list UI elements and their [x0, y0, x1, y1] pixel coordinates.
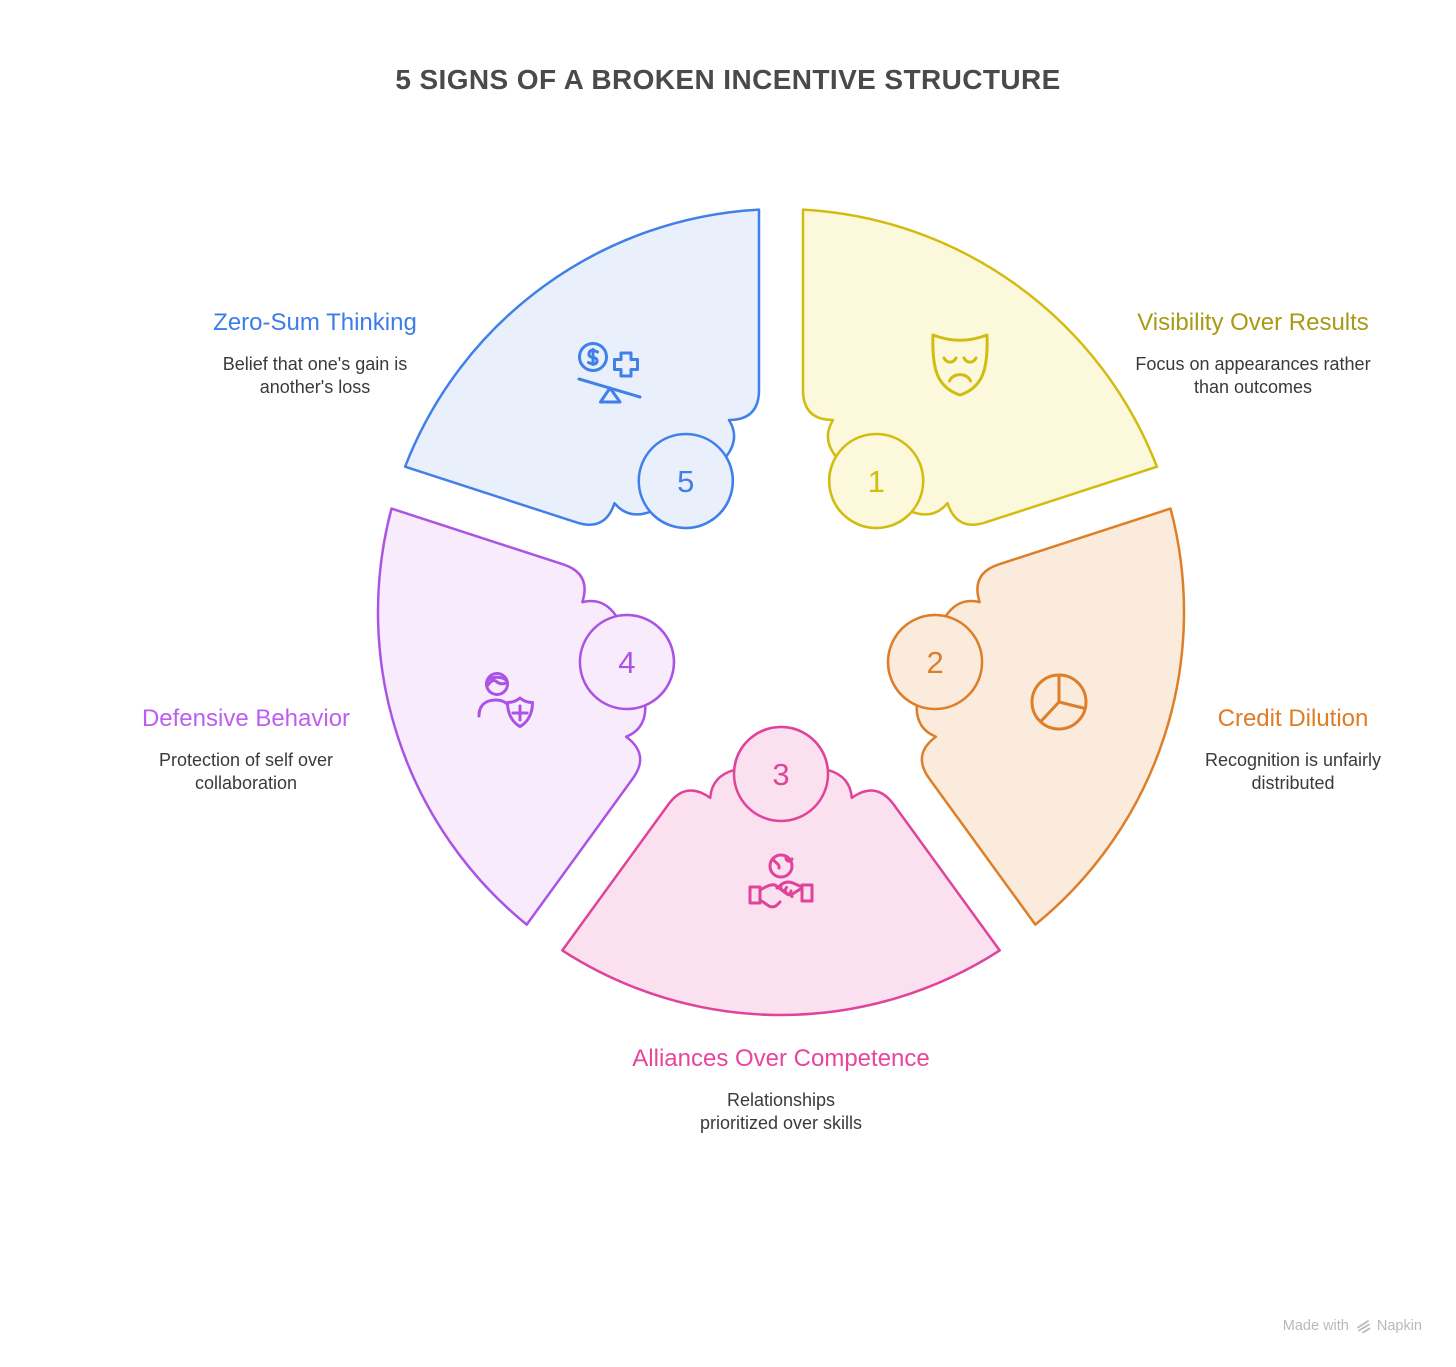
segment-4-title: Defensive Behavior — [141, 705, 351, 732]
segment-2-node — [886, 613, 984, 711]
balance-icon — [577, 342, 642, 404]
theater-mask-icon — [931, 333, 989, 397]
segment-5-text-block: Zero-Sum Thinking Belief that one's gain… — [145, 308, 485, 399]
watermark-prefix: Made with — [1282, 1318, 1349, 1334]
segment-wedges — [376, 208, 1186, 1017]
handshake-icon — [748, 853, 814, 909]
person-shield-icon — [477, 672, 534, 728]
napkin-logo-icon — [1357, 1320, 1371, 1334]
segment-5-title: Zero-Sum Thinking — [213, 309, 417, 336]
segment-3-number: 3 — [772, 757, 789, 792]
segment-4-number: 4 — [618, 645, 635, 680]
pie-chart-icon — [1030, 673, 1088, 731]
segment-4-text-block: Defensive Behavior Protection of self ov… — [86, 704, 406, 795]
watermark-brand: Napkin — [1376, 1318, 1422, 1334]
segment-3-node — [732, 725, 830, 823]
segment-2-title: Credit Dilution — [1217, 705, 1369, 732]
segment-1-node — [827, 432, 925, 530]
napkin-watermark[interactable]: Made with Napkin — [1283, 1318, 1422, 1334]
segment-1-description: Focus on appearances rather than outcome… — [1135, 354, 1371, 397]
segment-3-wedge — [561, 725, 1001, 1017]
segment-1-title: Visibility Over Results — [1137, 309, 1369, 336]
page-title: 5 SIGNS OF A BROKEN INCENTIVE STRUCTURE — [395, 64, 1061, 95]
segment-3-description: Relationships prioritized over skills — [699, 1090, 863, 1133]
segment-4-wedge — [376, 507, 676, 926]
segment-3-title: Alliances Over Competence — [632, 1045, 930, 1072]
segment-2-text-block: Credit Dilution Recognition is unfairly … — [1133, 704, 1453, 795]
segment-4-node — [578, 613, 676, 711]
segment-number-nodes: 1 2 3 4 5 — [578, 432, 984, 823]
segment-5-number: 5 — [677, 464, 694, 499]
segment-1-text-block: Visibility Over Results Focus on appeara… — [1073, 308, 1433, 399]
segment-4-description: Protection of self over collaboration — [158, 750, 334, 793]
segment-5-description: Belief that one's gain is another's loss — [222, 354, 408, 397]
segment-1-number: 1 — [868, 464, 885, 499]
segment-5-node — [637, 432, 735, 530]
segment-3-text-block: Alliances Over Competence Relationships … — [571, 1044, 991, 1135]
segment-2-number: 2 — [926, 645, 943, 680]
segment-2-description: Recognition is unfairly distributed — [1204, 750, 1382, 793]
